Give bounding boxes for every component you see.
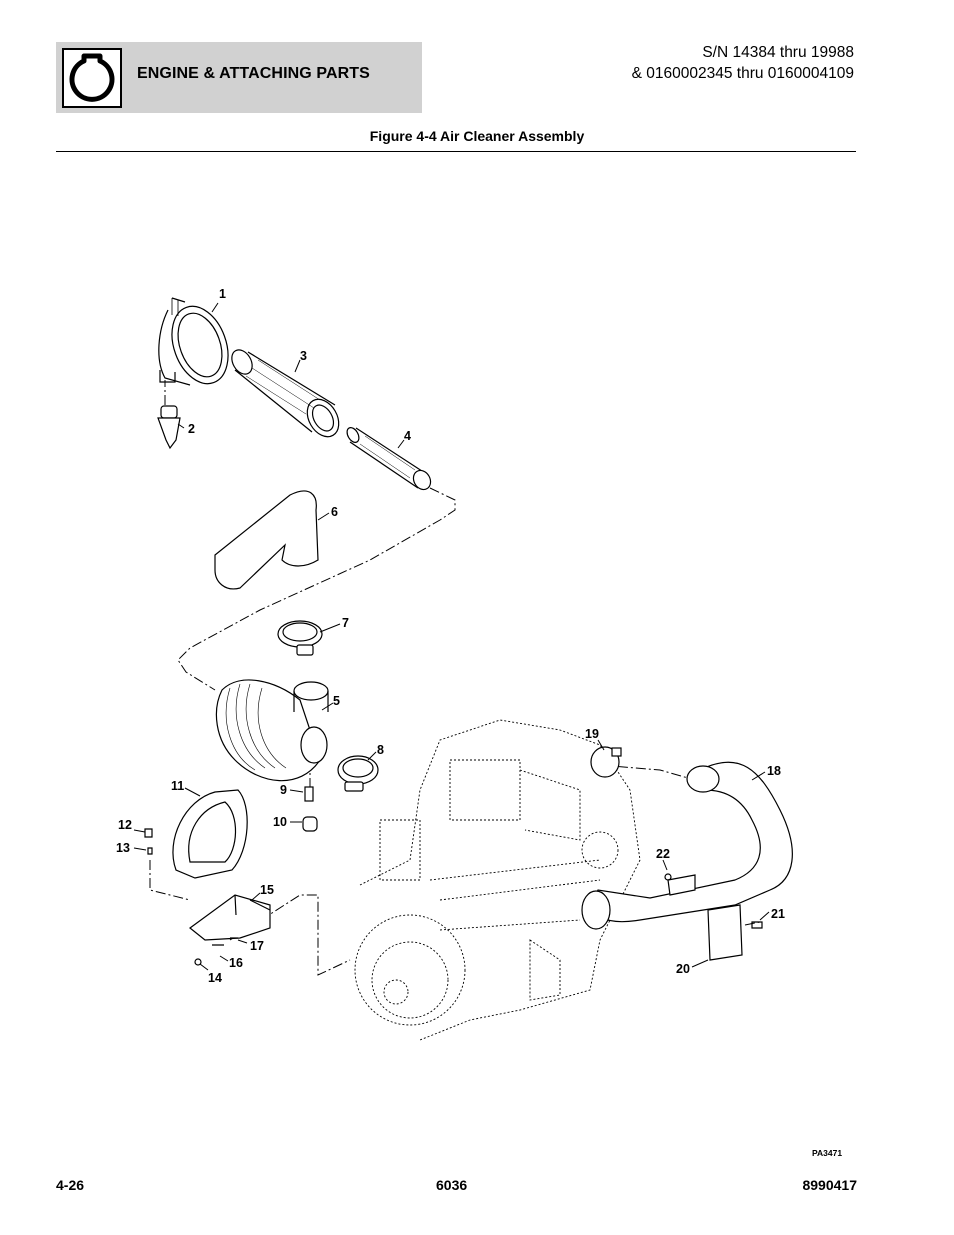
callout-7: 7 [342,616,349,630]
callout-19: 19 [585,727,599,741]
callout-17: 17 [250,939,264,953]
callout-22: 22 [656,847,670,861]
callout-13: 13 [116,841,130,855]
leader-lines [133,302,770,971]
fitting-9-10 [302,786,318,832]
callout-9: 9 [280,783,287,797]
engine-icon [62,48,122,108]
callout-4: 4 [404,429,411,443]
manual-part-number: 8990417 [802,1177,857,1193]
callout-18: 18 [767,764,781,778]
mounting-bracket [189,894,271,941]
page-number: 4-26 [56,1177,85,1193]
callout-21: 21 [771,907,785,921]
callout-15: 15 [260,883,274,897]
header-rule [56,151,856,152]
bolt-washer-12-13 [144,828,153,855]
engine-outline [354,719,641,1041]
primary-filter-element [231,349,340,438]
mounting-band [172,789,248,879]
hose-clamp-7 [277,620,323,656]
drawing-id: PA3471 [812,1148,843,1158]
callout-8: 8 [377,743,384,757]
callout-20: 20 [676,962,690,976]
tube-bracket-20-22 [664,873,763,961]
safety-filter-element [346,427,432,491]
air-cleaner-body [215,679,329,782]
figure-title: Figure 4-4 Air Cleaner Assembly [369,128,585,144]
callout-14: 14 [208,971,222,985]
callout-12: 12 [118,818,132,832]
air-cleaner-housing [158,297,229,386]
callout-11: 11 [171,779,185,793]
assembly-centerlines [149,380,761,976]
callout-10: 10 [273,815,287,829]
intake-elbow [214,490,319,590]
hose-clamp-8 [337,755,379,792]
vacuator-valve [157,405,181,450]
callout-5: 5 [333,694,340,708]
serial-line-1: S/N 14384 thru 19988 [702,44,854,61]
hose-clamp-19 [590,746,622,778]
serial-range: S/N 14384 thru 19988 & 0160002345 thru 0… [632,42,854,84]
callout-2: 2 [188,422,195,436]
callout-1: 1 [219,287,226,301]
callout-6: 6 [331,505,338,519]
serial-line-2: & 0160002345 thru 0160004109 [631,65,854,82]
callout-3: 3 [300,349,307,363]
intake-tube [581,761,793,930]
section-title: ENGINE & ATTACHING PARTS [137,65,370,82]
model-number: 6036 [436,1177,468,1193]
fasteners-14-16-17 [194,937,238,966]
callout-16: 16 [229,956,243,970]
